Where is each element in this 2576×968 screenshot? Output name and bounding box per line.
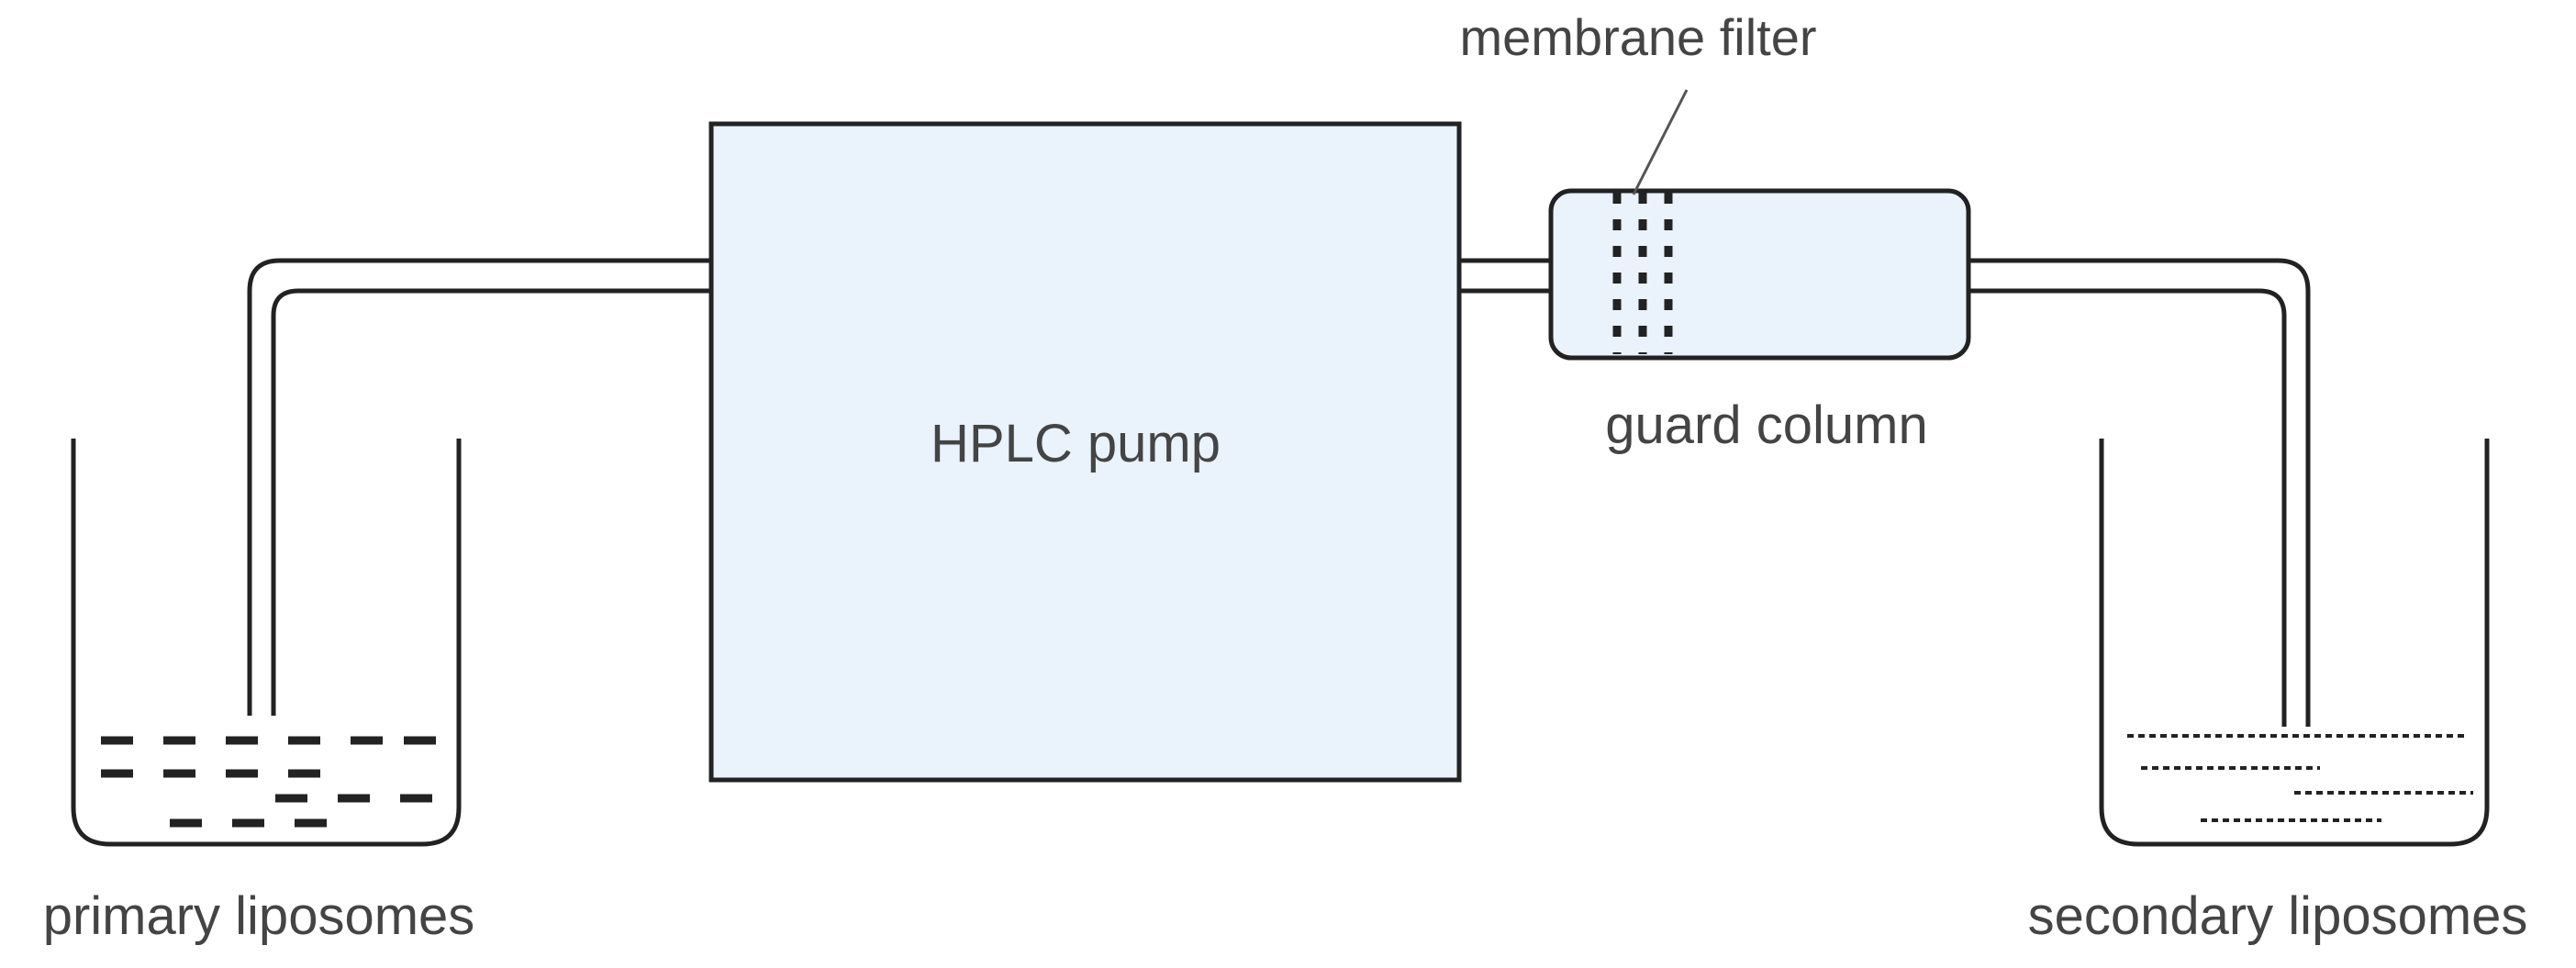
guard-column-label: guard column <box>1605 395 1927 455</box>
primary-liposomes-dashes <box>101 736 436 828</box>
secondary-liposomes-dots <box>2127 734 2473 822</box>
hplc-pump-label: HPLC pump <box>931 414 1221 473</box>
membrane-filter-leader-line <box>1632 89 1689 195</box>
hplc-pump-box <box>708 121 1462 783</box>
primary-liposomes-label: primary liposomes <box>43 886 475 946</box>
outlet-tubing <box>1968 258 2311 727</box>
primary-liposomes-beaker <box>71 439 462 847</box>
secondary-liposomes-label: secondary liposomes <box>2028 886 2528 946</box>
membrane-filter-label: membrane filter <box>1459 8 1816 66</box>
inlet-tubing <box>247 258 711 716</box>
pump-to-column-tubing <box>1459 258 1551 294</box>
guard-column-box <box>1548 188 1971 361</box>
secondary-liposomes-beaker <box>2099 439 2490 847</box>
membrane-filter-dots <box>1612 193 1673 354</box>
